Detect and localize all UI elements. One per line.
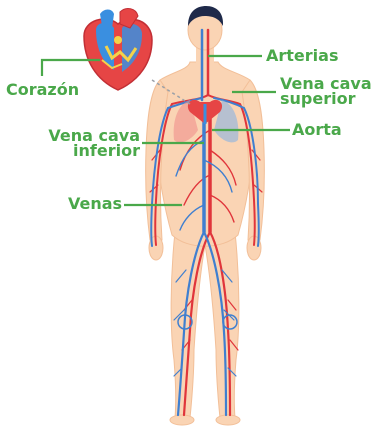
label-vena-cava-superior: Vena cava superior [280, 76, 372, 106]
label-venas: Venas [68, 196, 122, 211]
label-arterias: Arterias [266, 48, 338, 63]
label-aorta: Aorta [292, 122, 342, 137]
right-leg [205, 232, 239, 418]
left-foot [170, 415, 194, 425]
label-corazon: Corazón [6, 82, 79, 97]
right-foot [216, 415, 240, 425]
label-vena-cava-inferior: Vena cava inferior [44, 128, 140, 158]
label-vena-cava-inferior-line2: inferior [44, 143, 140, 158]
heart-illustration [84, 9, 152, 90]
label-vena-cava-superior-line2: superior [280, 91, 372, 106]
